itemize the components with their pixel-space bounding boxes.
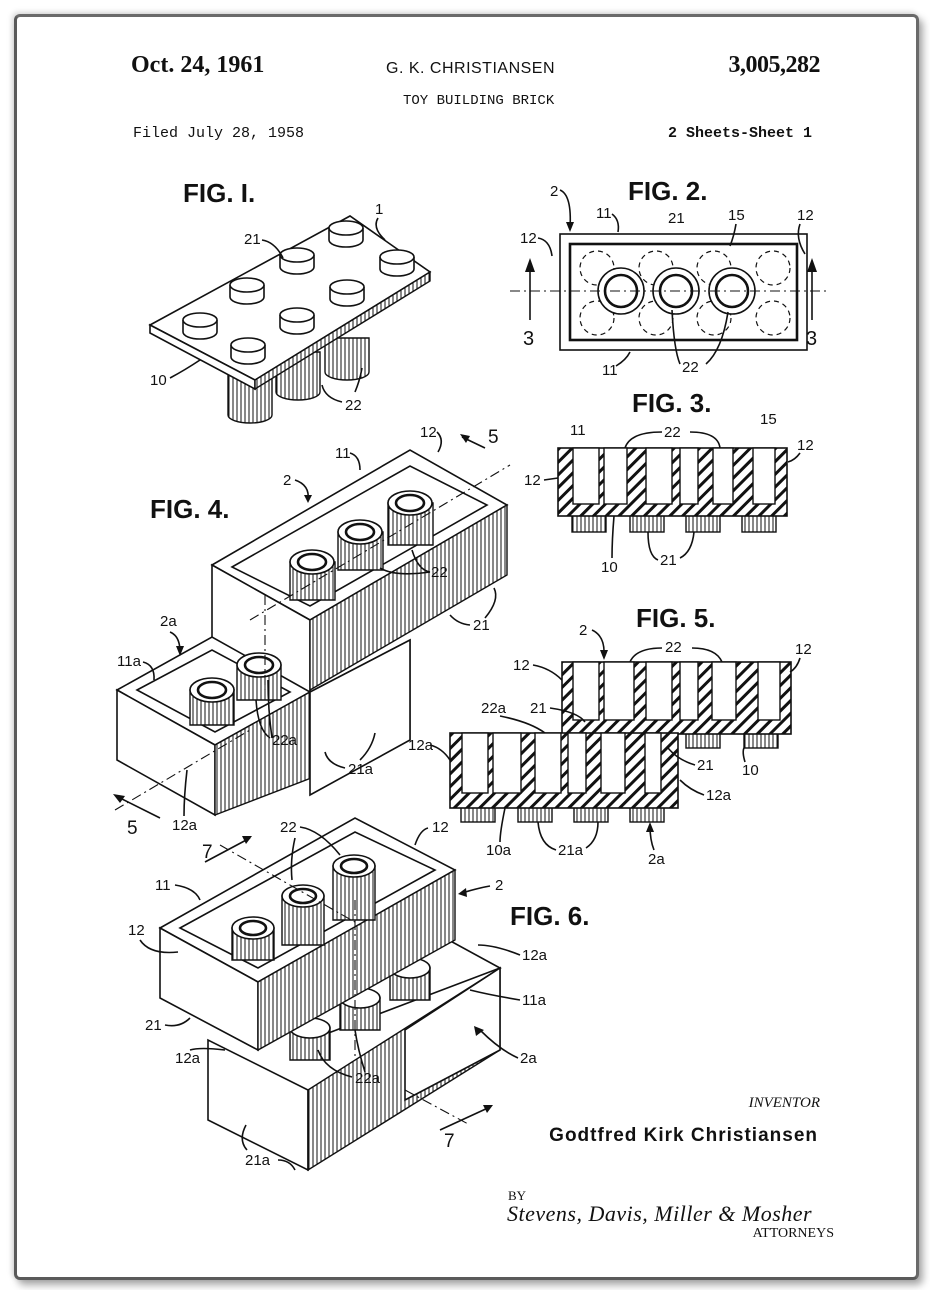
inventor-name: Godtfred Kirk Christiansen: [549, 1125, 818, 1146]
reference-numeral: 2a: [648, 851, 665, 868]
reference-numeral: 10: [601, 559, 618, 576]
reference-numeral: 12: [513, 657, 530, 674]
reference-numeral: 1: [375, 201, 383, 218]
reference-numeral: 7: [444, 1131, 455, 1152]
reference-numeral: 12: [420, 424, 437, 441]
reference-numeral: 3: [523, 328, 534, 350]
attorneys-label: ATTORNEYS: [752, 1226, 834, 1241]
reference-numeral: 11: [602, 362, 618, 379]
reference-numeral: 22a: [272, 732, 298, 749]
reference-numeral: 21: [697, 757, 714, 774]
reference-numeral: 10: [742, 762, 759, 779]
reference-numeral: 11: [155, 877, 171, 894]
reference-numeral: 12: [520, 230, 537, 247]
reference-numeral: 12: [795, 641, 812, 658]
figure-1: FIG. I. 1 21 10 22: [148, 178, 432, 424]
reference-numeral: 7: [202, 842, 213, 863]
reference-numeral: 11: [570, 422, 586, 439]
svg-text:Stevens, Davis, Miller & Moshe: Stevens, Davis, Miller & Mosher: [507, 1201, 812, 1226]
fig4-title: FIG. 4.: [150, 494, 229, 524]
reference-numeral: 15: [760, 411, 777, 428]
patent-date: Oct. 24, 1961: [131, 52, 265, 78]
reference-numeral: 21: [145, 1017, 162, 1034]
fig6-title: FIG. 6.: [510, 901, 589, 931]
reference-numeral: 21: [668, 210, 685, 227]
patent-title: TOY BUILDING BRICK: [403, 93, 555, 109]
reference-numeral: 2: [495, 877, 503, 894]
reference-numeral: 11a: [522, 992, 547, 1009]
reference-numeral: 22: [280, 819, 297, 836]
reference-numeral: 15: [728, 207, 745, 224]
reference-numeral: 3: [806, 328, 817, 350]
figure-3: FIG. 3. 11 22 15 12 12 10 21: [524, 388, 814, 576]
fig2-title: FIG. 2.: [628, 176, 707, 206]
reference-numeral: 22: [431, 564, 448, 581]
reference-numeral: 11: [335, 445, 351, 462]
reference-numeral: 11: [596, 205, 612, 222]
reference-numeral: 2a: [160, 613, 177, 630]
reference-numeral: 21a: [245, 1152, 271, 1169]
reference-numeral: 22: [665, 639, 682, 656]
reference-numeral: 22: [682, 359, 699, 376]
reference-numeral: 5: [488, 427, 499, 448]
sheet-count: 2 Sheets-Sheet 1: [667, 125, 812, 142]
inventor-label: INVENTOR: [748, 1095, 820, 1111]
reference-numeral: 12: [797, 437, 814, 454]
reference-numeral: 2: [283, 472, 291, 489]
reference-numeral: 12a: [408, 737, 434, 754]
reference-numeral: 21: [530, 700, 547, 717]
fig1-studs: [182, 220, 415, 365]
reference-numeral: 12a: [175, 1050, 201, 1067]
figure-5: FIG. 5. 2 22 12 12 22a 21 12a: [408, 603, 812, 868]
reference-numeral: 21a: [348, 761, 374, 778]
filed-date: Filed July 28, 1958: [133, 125, 305, 142]
fig3-title: FIG. 3.: [632, 388, 711, 418]
reference-numeral: 22: [664, 424, 681, 441]
reference-numeral: 22a: [481, 700, 507, 717]
by-label: BY: [508, 1188, 527, 1203]
patent-number: 3,005,282: [728, 52, 821, 78]
reference-numeral: 12: [797, 207, 814, 224]
reference-numeral: 2: [579, 622, 587, 639]
fig5-title: FIG. 5.: [636, 603, 715, 633]
attorney-signature: Stevens, Davis, Miller & Mosher: [507, 1201, 812, 1226]
reference-numeral: 21: [244, 231, 261, 248]
reference-numeral: 22: [345, 397, 362, 414]
reference-numeral: 21a: [558, 842, 584, 859]
reference-numeral: 11a: [117, 653, 142, 670]
reference-numeral: 5: [127, 818, 138, 839]
figure-4: FIG. 4. 12 5 11 2 22: [113, 424, 511, 839]
reference-numeral: 12a: [706, 787, 732, 804]
reference-numeral: 2a: [520, 1050, 537, 1067]
reference-numeral: 12: [432, 819, 449, 836]
reference-numeral: 2: [550, 183, 558, 200]
reference-numeral: 12: [524, 472, 541, 489]
figure-2: FIG. 2. 2 11 21 15 12 12 3 3 11 22: [510, 176, 830, 379]
reference-numeral: 21: [660, 552, 677, 569]
fig1-title: FIG. I.: [183, 178, 255, 208]
reference-numeral: 10a: [486, 842, 512, 859]
reference-numeral: 21: [473, 617, 490, 634]
reference-numeral: 12a: [522, 947, 548, 964]
figure-6: FIG. 6. 22 12 7 2 11: [128, 817, 589, 1172]
reference-numeral: 22a: [355, 1070, 381, 1087]
inventor-header: G. K. CHRISTIANSEN: [386, 60, 556, 77]
reference-numeral: 12: [128, 922, 145, 939]
reference-numeral: 10: [150, 372, 167, 389]
reference-numeral: 12a: [172, 817, 198, 834]
